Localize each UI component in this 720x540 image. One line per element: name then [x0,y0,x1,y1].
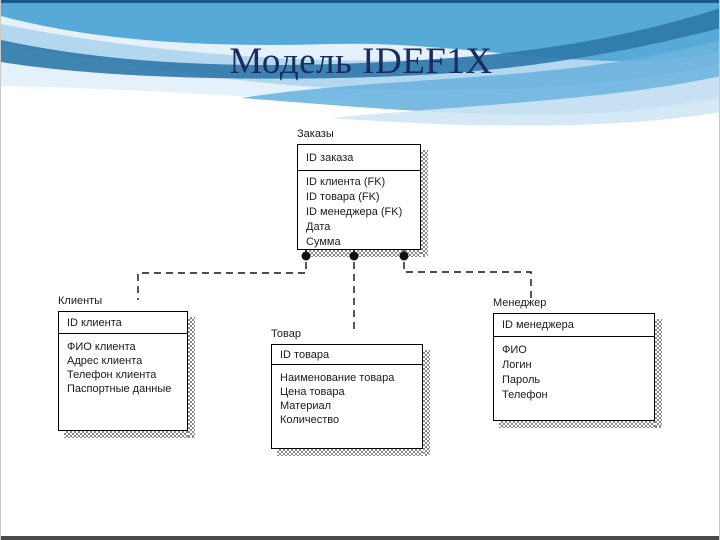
entity-product-pk: ID товара [272,345,422,365]
entity-orders-attr: ID менеджера (FK) [306,206,403,218]
entity-product-attr: Наименование товара [280,372,395,384]
entity-clients-box: ID клиента ФИО клиента Адрес клиента Тел… [58,311,195,438]
entity-orders-box: ID заказа ID клиента (FK) ID товара (FK)… [297,144,428,257]
entity-product-attr: Цена товара [280,386,345,398]
entity-product: Товар ID товара Наименование товара Цена… [271,327,430,456]
entity-product-attr: Материал [280,400,331,412]
entity-clients-attr: Паспортные данные [67,383,172,395]
slide-bottom-edge [1,536,719,540]
entity-clients-attr: Телефон клиента [67,369,157,381]
entity-manager-name: Менеджер [493,297,547,309]
entity-orders-pk: ID заказа [298,145,420,171]
entity-manager: Менеджер ID менеджера ФИО Логин Пароль Т… [493,296,662,428]
entity-manager-pk: ID менеджера [494,314,654,337]
entity-product-name: Товар [271,328,301,340]
entity-manager-attr: Телефон [502,389,548,401]
entity-clients-attr: ФИО клиента [67,341,136,353]
entity-manager-box: ID менеджера ФИО Логин Пароль Телефон [493,313,662,428]
entity-orders-attr: ID товара (FK) [306,191,380,203]
entity-orders-attr: Сумма [306,236,341,248]
entity-manager-attr: Пароль [502,374,541,386]
entity-clients-attr: Адрес клиента [67,355,143,367]
entity-clients-pk: ID клиента [59,312,187,334]
slide-title: Модель IDEF1X [229,41,493,82]
entity-orders: Заказы ID заказа ID клиента (FK) ID това… [297,127,428,257]
entity-manager-attr: ФИО [502,344,527,356]
entity-product-box: ID товара Наименование товара Цена товар… [271,344,430,456]
entity-orders-attr: Дата [306,221,331,233]
entity-product-attr: Количество [280,414,340,426]
relationship-orders-clients [137,250,307,300]
entity-clients-name: Клиенты [58,295,103,307]
wave-banner-graphic [1,0,719,126]
entity-orders-name: Заказы [297,128,334,140]
relationship-orders-manager [403,250,532,298]
entity-clients: Клиенты ID клиента ФИО клиента Адрес кли… [58,294,195,438]
entity-manager-attr: Логин [502,359,532,371]
entity-orders-attr: ID клиента (FK) [306,176,386,188]
